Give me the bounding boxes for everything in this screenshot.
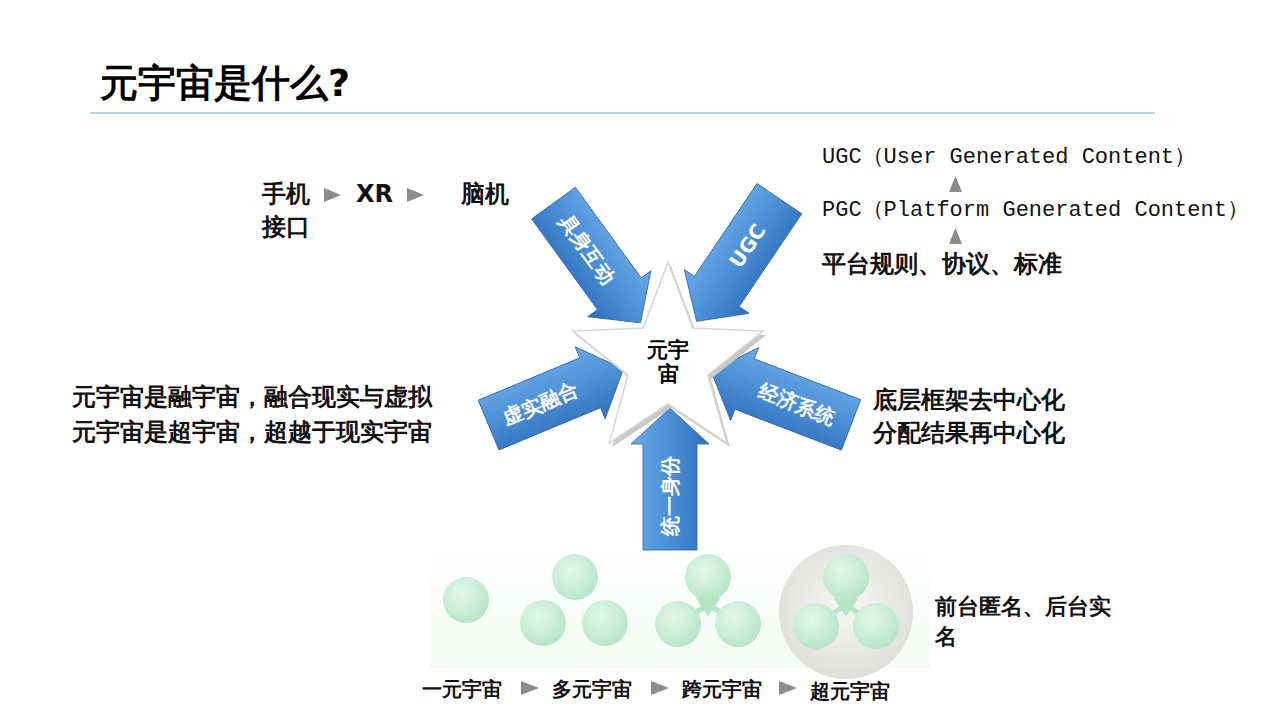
arrow-body bbox=[522, 180, 672, 346]
note-label: 超元宇宙 bbox=[810, 678, 890, 705]
note-label: 手机 bbox=[262, 180, 310, 208]
universe-balls bbox=[443, 545, 913, 679]
arrow-label: 经济系统 bbox=[737, 360, 857, 449]
note-label: 平台规则、协议、标准 bbox=[822, 248, 1062, 280]
note-label: 跨元宇宙 bbox=[682, 676, 762, 703]
flow-triangle bbox=[405, 187, 425, 203]
arrow-body bbox=[474, 333, 639, 461]
arrow-node: 统一身份 bbox=[631, 408, 709, 550]
arrow-body bbox=[697, 335, 865, 462]
note-label: 多元宇宙 bbox=[552, 676, 632, 703]
arrow-label: 统一身份 bbox=[643, 446, 697, 546]
note-label: 元宇宙是融宇宙，融合现实与虚拟 bbox=[72, 381, 432, 413]
device-flow: 手机XR脑机接口 bbox=[262, 178, 512, 244]
note-label: 元宇宙是超宇宙，超越于现实宇宙 bbox=[72, 416, 432, 448]
note-label: 一元宇宙 bbox=[422, 676, 502, 703]
note-label: PGC（Platform Generated Content） bbox=[822, 196, 1249, 226]
note-label: XR bbox=[356, 180, 393, 208]
note-label: UGC（User Generated Content） bbox=[822, 143, 1196, 173]
page-title: 元宇宙是什么? bbox=[100, 58, 350, 109]
star-node: 元宇宙 bbox=[548, 242, 788, 482]
arrow-body bbox=[631, 408, 709, 550]
title-rule bbox=[90, 112, 1155, 113]
flow-triangle bbox=[322, 187, 342, 203]
note-label: 分配结果再中心化 bbox=[873, 417, 1065, 449]
triangle bbox=[407, 188, 424, 202]
arrow-label: 虚实融合 bbox=[482, 359, 599, 449]
arrow-body bbox=[664, 177, 811, 343]
triangle bbox=[324, 188, 341, 202]
note-label: 前台匿名、后台实名 bbox=[935, 592, 1117, 652]
note-label: 底层框架去中心化 bbox=[873, 384, 1065, 416]
star-label: 元宇宙 bbox=[646, 338, 690, 386]
